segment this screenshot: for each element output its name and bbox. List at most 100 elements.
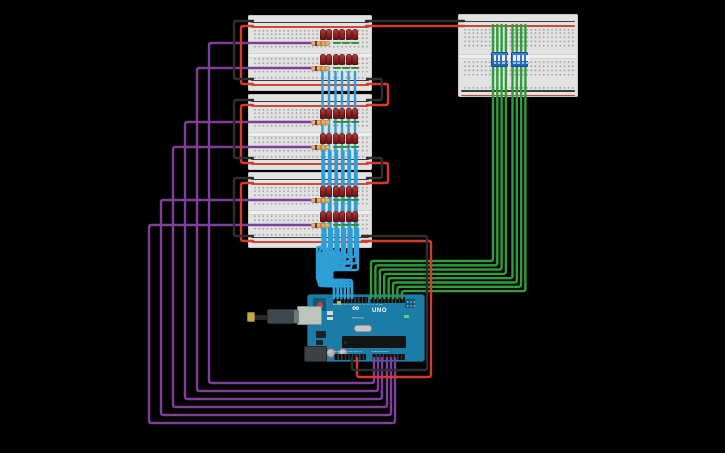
led-red[interactable]: [339, 108, 345, 119]
wire-green-sw-3[interactable]: [378, 64, 503, 300]
led-red[interactable]: [345, 108, 352, 119]
wire-green-sw-2[interactable]: [374, 64, 499, 300]
power-header[interactable]: [334, 354, 366, 360]
led-red[interactable]: [352, 54, 358, 65]
jumper-segment[interactable]: [342, 198, 350, 202]
wire-purple-a2[interactable]: [183, 120, 384, 401]
resistor[interactable]: [311, 40, 330, 46]
wire-black-loop-bb1[interactable]: [232, 19, 255, 81]
jumper-segment[interactable]: [333, 120, 341, 124]
wire-red-loop-bb1[interactable]: [239, 24, 255, 86]
jumper-segment[interactable]: [342, 223, 350, 227]
led-red[interactable]: [326, 29, 332, 40]
led-red[interactable]: [326, 133, 332, 144]
led-red[interactable]: [319, 186, 326, 197]
resistor[interactable]: [311, 65, 330, 71]
resistor[interactable]: [311, 119, 330, 125]
led-red[interactable]: [319, 108, 326, 119]
microcontroller-ic[interactable]: [342, 336, 406, 348]
wire-red-link-bb1-bb2[interactable]: [365, 82, 390, 107]
resistor[interactable]: [311, 144, 330, 150]
led-red[interactable]: [339, 186, 345, 197]
led-red[interactable]: [332, 54, 339, 65]
dip-toggle[interactable]: [517, 54, 520, 61]
led-red[interactable]: [332, 186, 339, 197]
jumper-segment[interactable]: [351, 198, 359, 202]
led-red[interactable]: [345, 29, 352, 40]
led-red[interactable]: [319, 29, 326, 40]
led-red[interactable]: [339, 133, 345, 144]
led-red[interactable]: [332, 29, 339, 40]
wire-black-gnd[interactable]: [350, 234, 429, 372]
wire-purple-a4[interactable]: [159, 198, 393, 417]
dip-toggle[interactable]: [502, 54, 505, 61]
led-red[interactable]: [326, 108, 332, 119]
led-red[interactable]: [332, 108, 339, 119]
led-red[interactable]: [319, 133, 326, 144]
wire-red-link-bb2-bb3[interactable]: [365, 161, 390, 185]
led-red[interactable]: [319, 54, 326, 65]
wire-red-loop-bb2[interactable]: [239, 103, 255, 165]
usb-cable[interactable]: [253, 314, 268, 320]
led-red[interactable]: [326, 186, 332, 197]
dip-toggle[interactable]: [493, 54, 497, 61]
wire-purple-a0[interactable]: [207, 41, 376, 385]
wire-black-loop-bb2[interactable]: [232, 98, 255, 160]
wire-purple-a5[interactable]: [147, 223, 397, 425]
digital-header-right[interactable]: [370, 297, 405, 303]
wire-green-sw-8[interactable]: [400, 64, 527, 300]
led-red[interactable]: [326, 211, 332, 222]
led-red[interactable]: [332, 211, 339, 222]
dip-toggle[interactable]: [513, 54, 516, 61]
dip-switch-2[interactable]: [510, 51, 529, 67]
wire-red-loop-bb3[interactable]: [239, 181, 255, 243]
jumper-segment[interactable]: [342, 120, 350, 124]
arduino-uno-board[interactable]: AREF GND 13 12 ~11 ~10 ~9 8 7 ~6 ~5 4 ~3…: [304, 294, 425, 362]
wire-cyan-b3-6[interactable]: [331, 227, 360, 300]
analog-header[interactable]: [372, 354, 405, 360]
led-red[interactable]: [345, 54, 352, 65]
wire-black-loop-bb3[interactable]: [232, 176, 255, 238]
dip-switch-1[interactable]: [491, 51, 510, 67]
wire-green-sw-7[interactable]: [396, 64, 523, 300]
digital-header-left[interactable]: [333, 297, 368, 303]
led-red[interactable]: [339, 29, 345, 40]
jumper-segment[interactable]: [351, 223, 359, 227]
jumper-segment[interactable]: [351, 41, 359, 45]
wire-black-link-bb2-bb3[interactable]: [365, 156, 384, 180]
usb-cable-tip[interactable]: [247, 311, 255, 322]
led-red[interactable]: [345, 133, 352, 144]
dip-toggle[interactable]: [521, 54, 525, 61]
wire-green-sw-5[interactable]: [387, 64, 514, 300]
breadboard-2[interactable]: [248, 94, 372, 170]
led-red[interactable]: [339, 211, 345, 222]
led-red[interactable]: [326, 54, 332, 65]
led-red[interactable]: [352, 186, 358, 197]
wire-green-sw-6[interactable]: [391, 64, 518, 300]
led-red[interactable]: [319, 211, 326, 222]
led-red[interactable]: [345, 211, 352, 222]
usb-plug[interactable]: [267, 309, 298, 324]
jumper-segment[interactable]: [351, 120, 359, 124]
dip-toggle[interactable]: [497, 54, 501, 61]
resistor[interactable]: [311, 197, 330, 203]
jumper-segment[interactable]: [342, 66, 350, 70]
jumper-segment[interactable]: [333, 198, 341, 202]
wire-purple-a1[interactable]: [195, 66, 380, 393]
wire-red-5v[interactable]: [355, 239, 433, 379]
resistor[interactable]: [311, 222, 330, 228]
wire-green-sw-4[interactable]: [383, 64, 508, 300]
led-red[interactable]: [352, 108, 358, 119]
led-red[interactable]: [352, 211, 358, 222]
wire-black-link-bb1-bb2[interactable]: [365, 77, 384, 102]
led-red[interactable]: [339, 54, 345, 65]
wire-purple-a3[interactable]: [171, 145, 389, 409]
led-red[interactable]: [352, 29, 358, 40]
power-jack[interactable]: [304, 346, 327, 362]
jumper-segment[interactable]: [333, 66, 341, 70]
jumper-segment[interactable]: [351, 66, 359, 70]
jumper-segment[interactable]: [333, 223, 341, 227]
led-red[interactable]: [345, 186, 352, 197]
jumper-segment[interactable]: [351, 145, 359, 149]
jumper-segment[interactable]: [342, 145, 350, 149]
